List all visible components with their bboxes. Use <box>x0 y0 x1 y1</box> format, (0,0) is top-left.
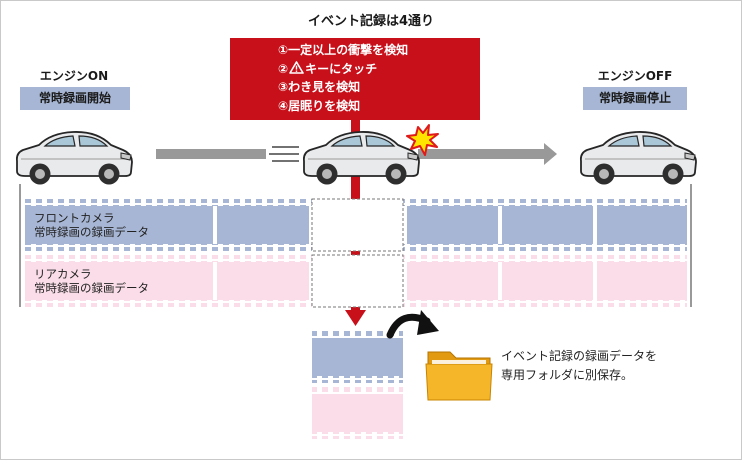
rear-camera-label: リアカメラ 常時録画の録画データ <box>34 267 149 295</box>
car-icon <box>302 131 420 186</box>
engine-off-label: エンジンOFF <box>597 69 673 83</box>
diagram-title: イベント記録は4通り <box>307 14 435 29</box>
car-icon <box>15 131 133 186</box>
speed-lines <box>269 146 299 162</box>
warning-icon <box>289 60 304 74</box>
front-camera-label: フロントカメラ 常時録画の録画データ <box>34 211 149 239</box>
rear-camera-strip <box>25 254 687 308</box>
timeline-arrow-left <box>156 149 266 159</box>
timeline-arrowhead <box>544 143 557 165</box>
save-description: イベント記録の録画データを 専用フォルダに別保存。 <box>501 349 658 382</box>
front-camera-strip <box>25 198 687 252</box>
timeline-arrow-right <box>418 149 544 159</box>
trigger-1: ①一定以上の衝撃を検知 <box>278 43 409 57</box>
event-marker-arrowhead <box>345 310 366 326</box>
extracted-clip <box>312 331 403 439</box>
trigger-4: ④居眠りを検知 <box>278 98 361 113</box>
engine-on-label: エンジンON <box>39 69 109 83</box>
curved-arrow-icon <box>386 310 439 339</box>
impact-burst-icon <box>406 124 439 156</box>
trigger-3: ③わき見を検知 <box>278 80 361 94</box>
engine-on-tag: 常時録画開始 <box>20 87 130 110</box>
car-icon <box>579 131 697 186</box>
folder-icon <box>425 351 493 401</box>
engine-off-tag: 常時録画停止 <box>583 87 687 110</box>
